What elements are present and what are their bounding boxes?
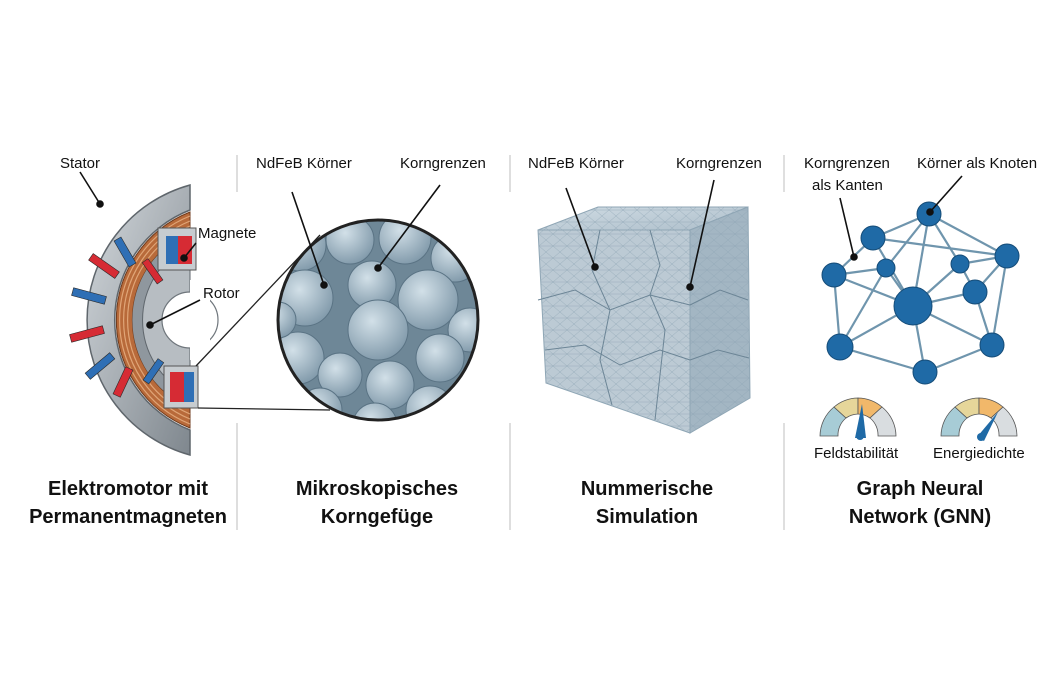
gauge-feldstabilitaet <box>819 397 897 440</box>
label-gnn-edges-2: als Kanten <box>812 177 883 194</box>
panel-title-simulation: Nummerische Simulation <box>517 475 777 531</box>
panel-title-motor-line2: Permanentmagneten <box>29 506 227 528</box>
stator-inner <box>132 232 190 408</box>
label-stator: Stator <box>60 155 100 172</box>
panel-title-micro-line2: Korngefüge <box>320 506 434 528</box>
panel-title-gnn: Graph Neural Network (GNN) <box>790 475 1050 531</box>
label-sim-boundaries: Korngrenzen <box>676 155 762 172</box>
panel-separators <box>236 155 785 530</box>
gnn-graph <box>821 201 1020 385</box>
panel-title-motor-line1: Elektromotor mit <box>47 478 209 500</box>
panel-title-microstructure: Mikroskopisches Korngefüge <box>247 475 507 531</box>
label-gauge-feldstabilitaet: Feldstabilität <box>814 445 899 462</box>
panel-title-sim-line2: Simulation <box>595 506 699 528</box>
micro-leaders <box>291 184 441 289</box>
panel-title-gnn-line1: Graph Neural <box>856 478 984 500</box>
microstructure-circle <box>276 218 480 422</box>
gauge-energiedichte <box>940 397 1018 441</box>
panel-title-gnn-line2: Network (GNN) <box>848 506 992 528</box>
label-micro-boundaries: Korngrenzen <box>400 155 486 172</box>
label-gnn-nodes: Körner als Knoten <box>917 155 1037 172</box>
stator-shell <box>86 184 191 456</box>
label-magnets: Magnete <box>198 225 256 242</box>
label-gauge-energiedichte: Energiedichte <box>933 445 1025 462</box>
gnn-leaders <box>839 175 963 261</box>
gnn-nodes <box>821 201 1020 385</box>
motor-illustration <box>69 184 219 456</box>
label-sim-grains: NdFeB Körner <box>528 155 624 172</box>
panel-title-motor: Elektromotor mit Permanentmagneten <box>0 475 258 531</box>
sim-leaders <box>565 179 715 291</box>
label-gnn-edges-1: Korngrenzen <box>804 155 890 172</box>
panel-title-sim-line1: Nummerische <box>580 478 714 500</box>
rotor-magnets <box>69 236 165 398</box>
label-micro-grains: NdFeB Körner <box>256 155 352 172</box>
panel-title-micro-line1: Mikroskopisches <box>295 478 459 500</box>
label-rotor: Rotor <box>203 285 240 302</box>
motor-leaders <box>79 171 201 329</box>
mesh-cube <box>537 206 751 434</box>
